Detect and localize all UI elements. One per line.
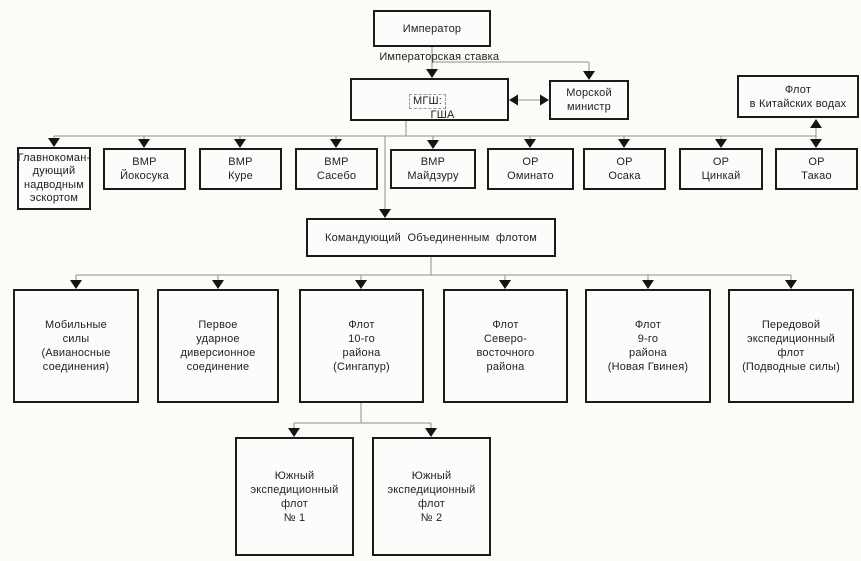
- node-emperor: Император: [373, 10, 491, 47]
- node-imperial-stavka: Императорская ставка МГШ: ГША: [350, 51, 509, 121]
- connector-bus2-to-first: [212, 275, 224, 289]
- node-fleet-10th-area: Флот 10-го района (Сингапур): [299, 289, 424, 403]
- node-fleet-9th-area: Флот 9-го района (Новая Гвинея): [585, 289, 711, 403]
- connector-bus-to-sasebo: [330, 136, 342, 148]
- connector-stavka-minister-dual: [509, 94, 549, 106]
- node-vmr-maizuru: ВМР Майдзуру: [390, 149, 476, 189]
- connector-bus3-to-south2: [425, 423, 437, 437]
- node-forward-expeditionary-fleet: Передовой экспедиционный флот (Подводные…: [728, 289, 854, 403]
- stavka-label: Императорская ставка МГШ: ГША: [360, 36, 499, 164]
- connector-bus2-to-fleet9: [642, 275, 654, 289]
- connector-bus-to-osaka: [618, 136, 630, 148]
- stavka-line2: МГШ: ГША: [360, 80, 499, 136]
- node-vmr-sasebo: ВМР Сасебо: [295, 148, 378, 190]
- node-northeast-area-fleet: Флот Северо- восточного района: [443, 289, 568, 403]
- node-or-takao: ОР Такао: [775, 148, 858, 190]
- node-vmr-kure: ВМР Куре: [199, 148, 282, 190]
- connector-bus-to-ominato: [524, 136, 536, 148]
- node-or-ominato: ОР Оминато: [487, 148, 574, 190]
- stavka-mgsh: МГШ:: [409, 93, 447, 109]
- node-south-expeditionary-fleet-1: Южный экспедиционный флот № 1: [235, 437, 354, 556]
- connector-bus2-to-northeast: [499, 275, 511, 289]
- node-china-waters-fleet: Флот в Китайских водах: [737, 75, 859, 118]
- connector-bus2-to-mobile: [70, 275, 82, 289]
- node-south-expeditionary-fleet-2: Южный экспедиционный флот № 2: [372, 437, 491, 556]
- stavka-line1: Императорская ставка: [379, 50, 500, 63]
- connector-bus3-to-south1: [288, 423, 300, 437]
- node-navy-minister: Морской министр: [549, 80, 629, 120]
- connector-bus-to-chinkai: [715, 136, 727, 148]
- connector-bus-to-yokosuka: [138, 136, 150, 148]
- connector-bus-to-escort: [48, 136, 60, 147]
- connector-bus2-to-fleet10: [355, 275, 367, 289]
- node-vmr-yokosuka: ВМР Йокосука: [103, 148, 186, 190]
- stavka-gsha: ГША: [430, 108, 455, 121]
- node-or-chinkai: ОР Цинкай: [679, 148, 763, 190]
- node-or-osaka: ОР Осака: [583, 148, 666, 190]
- node-first-strike-force: Первое ударное диверсионное соединение: [157, 289, 279, 403]
- node-escort-chief: Главнокоман- дующий надводным эскортом: [17, 147, 91, 210]
- connector-china-takao-dual: [810, 119, 822, 148]
- connector-bus2-to-forward: [785, 275, 797, 289]
- node-combined-fleet-commander: Командующий Объединенным флотом: [306, 218, 556, 257]
- node-mobile-forces: Мобильные силы (Авианосные соединения): [13, 289, 139, 403]
- connector-bus-to-kure: [234, 136, 246, 148]
